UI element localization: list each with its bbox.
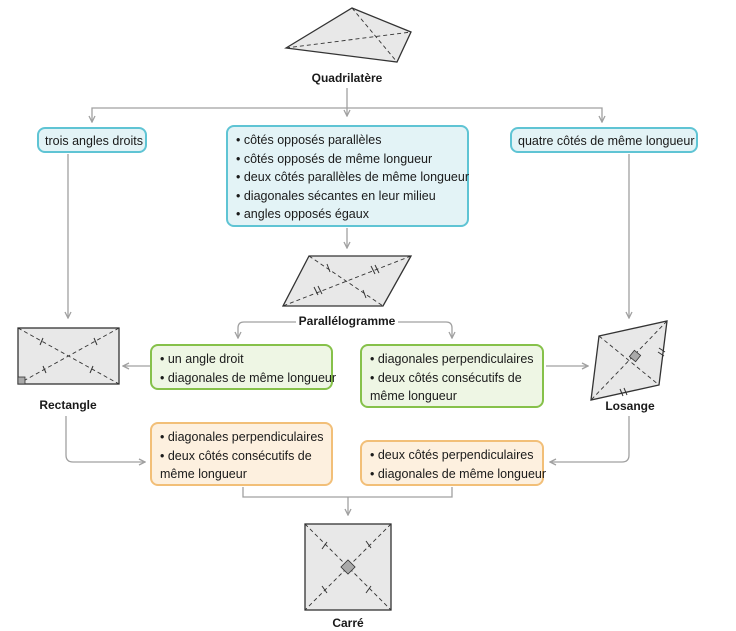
property-list: diagonales perpendiculaires deux côtés c… [370, 350, 534, 406]
property-item: deux côtés parallèles de même longueur [236, 168, 469, 187]
property-box-equal-sides: quatre côtés de même longueur [510, 127, 698, 153]
connector-losange-to-orange [550, 416, 630, 462]
connector-merge [242, 487, 453, 498]
property-list: côtés opposés parallèles côtés opposés d… [236, 131, 469, 224]
connector-parallelogram-right [398, 321, 452, 338]
property-box-to-losange: diagonales perpendiculaires deux côtés c… [360, 344, 544, 408]
label-carre: Carré [332, 616, 364, 630]
property-list: un angle droit diagonales de même longue… [160, 350, 336, 388]
property-box-to-rectangle: un angle droit diagonales de même longue… [150, 344, 336, 390]
connector-parallelogram-left [238, 321, 296, 338]
property-item: deux côtés consécutifs de même longueur [160, 447, 323, 484]
label-quadrilatere: Quadrilatère [311, 71, 383, 85]
property-item: diagonales perpendiculaires [370, 350, 534, 369]
label-rectangle: Rectangle [39, 398, 97, 412]
property-item: deux côtés perpendiculaires [370, 446, 534, 465]
connector-quad-branch [91, 107, 603, 116]
property-box-rectangle-to-carre: diagonales perpendiculaires deux côtés c… [150, 422, 333, 486]
property-item: diagonales sécantes en leur milieu [236, 187, 459, 206]
carre-shape [304, 523, 392, 611]
rectangle-shape [17, 327, 120, 385]
property-list: diagonales perpendiculaires deux côtés c… [160, 428, 324, 484]
property-item: côtés opposés de même longueur [236, 150, 459, 169]
property-text: quatre côtés de même longueur [518, 134, 695, 148]
label-parallelogramme: Parallélogramme [298, 314, 396, 328]
property-box-parallelogram: côtés opposés parallèles côtés opposés d… [226, 125, 469, 227]
property-list: deux côtés perpendiculaires diagonales d… [370, 446, 546, 484]
property-box-right-angles: trois angles droits [37, 127, 147, 153]
property-item: côtés opposés parallèles [236, 131, 459, 150]
property-text: trois angles droits [45, 134, 143, 148]
property-item: deux côtés consécutifs de même longueur [370, 369, 534, 406]
losange-shape [590, 320, 668, 401]
label-losange: Losange [605, 399, 655, 413]
parallelogram-shape [281, 255, 413, 307]
connector-rectangle-to-orange [65, 416, 145, 462]
quadrilateral-shape [284, 7, 412, 63]
property-item: angles opposés égaux [236, 205, 459, 224]
connectors [66, 88, 629, 515]
property-item: un angle droit [160, 350, 323, 369]
property-item: diagonales perpendiculaires [160, 428, 324, 447]
property-item: diagonales de même longueur [370, 465, 546, 484]
property-box-losange-to-carre: deux côtés perpendiculaires diagonales d… [360, 440, 546, 486]
property-item: diagonales de même longueur [160, 369, 336, 388]
